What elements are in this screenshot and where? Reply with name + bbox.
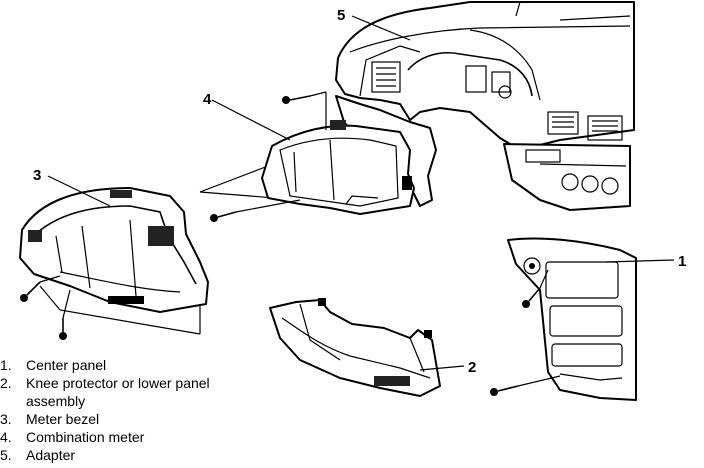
screw-icon xyxy=(59,318,67,340)
callout-combination-meter: 4 xyxy=(203,91,212,108)
legend-text: Knee protector or lower panel assembly xyxy=(26,375,210,409)
legend-text: Center panel xyxy=(26,357,107,373)
center-panel xyxy=(507,237,637,401)
screw-icon xyxy=(20,281,41,302)
legend-number: 3. xyxy=(0,411,12,427)
callout-adapter: 5 xyxy=(337,7,345,24)
parts-legend: 1. Center panel 2. Knee protector or low… xyxy=(0,356,240,464)
legend-item: 1. Center panel xyxy=(0,356,240,374)
legend-number: 2. xyxy=(0,375,12,391)
legend-text: Meter bezel xyxy=(26,411,100,427)
legend-item: 4. Combination meter xyxy=(0,428,240,446)
screw-icon xyxy=(210,211,237,222)
screw-group xyxy=(20,95,541,396)
legend-number: 4. xyxy=(0,429,12,445)
guide-lines xyxy=(39,91,561,387)
legend-item: 2. Knee protector or lower panel assembl… xyxy=(0,374,240,410)
callout-meter-bezel: 3 xyxy=(33,167,41,184)
legend-item: 5. Adapter xyxy=(0,446,240,464)
legend-text: Combination meter xyxy=(26,429,145,445)
legend-text: Adapter xyxy=(26,447,76,463)
meter-bezel xyxy=(19,187,209,335)
legend-item: 3. Meter bezel xyxy=(0,410,240,428)
screw-icon xyxy=(522,287,541,308)
knee-protector xyxy=(269,298,441,397)
screw-icon xyxy=(490,385,519,396)
callout-knee-protector: 2 xyxy=(468,359,476,376)
legend-number: 1. xyxy=(0,357,12,373)
combination-meter xyxy=(199,120,415,215)
leader-lines xyxy=(47,15,675,371)
legend-number: 5. xyxy=(0,447,12,463)
callout-center-panel: 1 xyxy=(678,253,686,270)
screw-icon xyxy=(282,95,311,104)
